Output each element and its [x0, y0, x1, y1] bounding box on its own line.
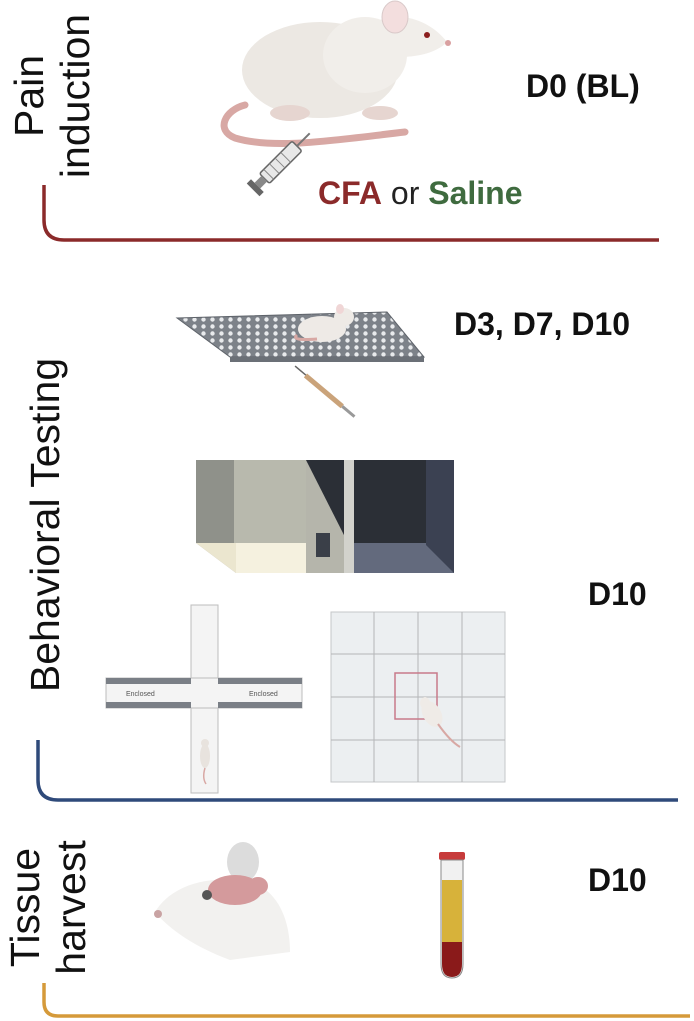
day-d10-harvest: D10	[588, 862, 647, 898]
tissue-bracket	[42, 983, 690, 1018]
elevated-plus-maze: Enclosed Enclosed	[105, 604, 303, 794]
tissue-label-line1: Tissue	[2, 847, 48, 968]
pain-induction-label: Pain induction	[6, 6, 98, 186]
syringe-icon	[246, 132, 311, 197]
von-frey-platform	[175, 304, 426, 418]
treatment-text: CFA or Saline	[318, 175, 523, 212]
tissue-label-line2: harvest	[48, 840, 94, 975]
day-d3-d7-d10: D3, D7, D10	[454, 306, 631, 342]
rat-head-brain	[154, 842, 290, 960]
behavioral-bracket	[36, 740, 678, 802]
enclosed-arm-left: Enclosed	[126, 691, 155, 698]
enclosed-arm-right: Enclosed	[249, 691, 278, 698]
cfa-label: CFA	[318, 175, 382, 211]
pain-label-line2: induction	[52, 13, 98, 179]
blood-tube	[439, 852, 465, 979]
pain-label-line1: Pain	[6, 54, 52, 138]
open-field-arena	[330, 611, 506, 783]
behavioral-testing-label: Behavioral Testing	[22, 357, 68, 693]
pain-bracket	[42, 185, 659, 242]
saline-label: Saline	[428, 175, 523, 211]
day-d0: D0 (BL)	[526, 68, 640, 104]
or-label: or	[390, 175, 420, 211]
day-d10-behavior: D10	[588, 576, 647, 612]
light-dark-box	[196, 460, 454, 573]
rat-illustration	[220, 0, 451, 148]
tissue-harvest-label: Tissue harvest	[2, 815, 94, 1000]
